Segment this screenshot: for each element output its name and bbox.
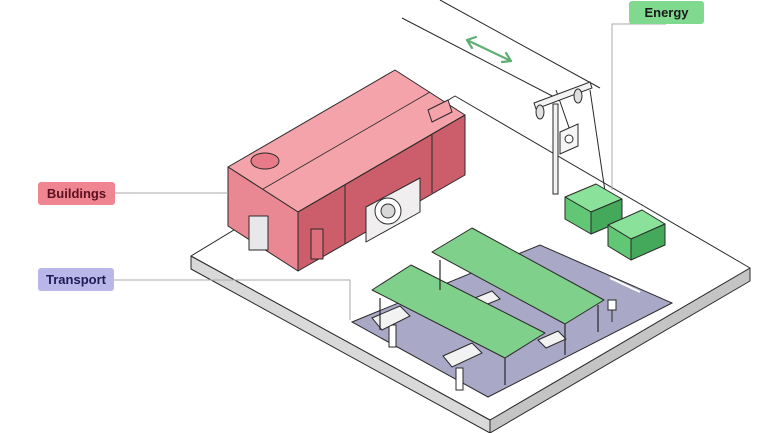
transport-label: Transport [38,268,114,291]
leader-lines [114,23,666,320]
parking-sign [607,299,617,322]
double-arrow-icon [465,35,513,64]
building [227,69,466,272]
energy-label: Energy [629,1,704,24]
buildings-label: Buildings [38,182,115,205]
solar-canopies [371,227,605,385]
generators [564,183,666,261]
utility-pole [533,81,593,195]
